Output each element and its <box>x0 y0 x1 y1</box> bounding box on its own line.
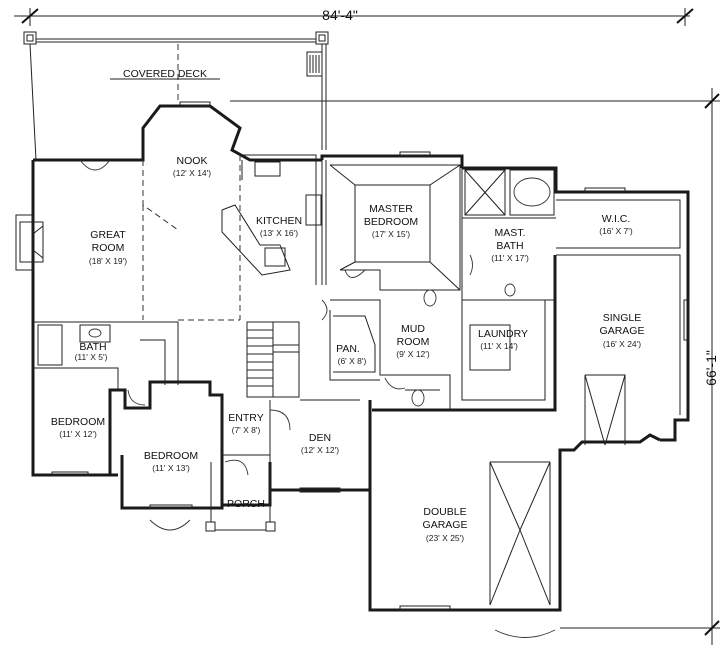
entry-label: ENTRY <box>228 412 263 424</box>
bedroom-center-label: BEDROOM <box>144 450 198 462</box>
nook-size: (12' X 14') <box>173 168 211 178</box>
single-garage-size: (16' X 24') <box>603 339 641 349</box>
master-bedroom-label-line1: MASTER <box>369 203 413 215</box>
covered-deck-label: COVERED DECK <box>123 68 207 80</box>
nook-label: NOOK <box>177 155 208 167</box>
den-size: (12' X 12') <box>301 445 339 455</box>
master-bedroom-size: (17' X 15') <box>372 229 410 239</box>
pantry-size: (6' X 8') <box>338 356 367 366</box>
mast-bath-label-line1: MAST. <box>495 227 526 239</box>
covered-deck <box>23 31 329 161</box>
mast-bath-size: (11' X 17') <box>491 253 529 263</box>
width-dimension-line <box>14 8 694 26</box>
mud-room-size: (9' X 12') <box>396 349 430 359</box>
width-dimension-label: 84'-4" <box>322 7 358 23</box>
bedroom-center-size: (11' X 13') <box>152 463 190 473</box>
bath-size: (11' X 5') <box>75 352 108 362</box>
interior-walls <box>33 101 689 638</box>
double-garage-size: (23' X 25') <box>426 533 464 543</box>
porch-label: PORCH <box>227 498 265 510</box>
laundry-label: LAUNDRY <box>478 328 528 340</box>
pantry-label: PAN. <box>336 343 360 355</box>
double-garage-label-line1: DOUBLE <box>423 506 466 518</box>
single-garage-label-line1: SINGLE <box>603 312 642 324</box>
mud-room-label-line2: ROOM <box>397 336 430 348</box>
kitchen-label: KITCHEN <box>256 215 302 227</box>
bedroom-left-label: BEDROOM <box>51 416 105 428</box>
master-bedroom-label-line2: BEDROOM <box>364 216 418 228</box>
bedroom-left-size: (11' X 12') <box>59 429 97 439</box>
single-garage-label-line2: GARAGE <box>600 325 645 337</box>
mud-room-label-line1: MUD <box>401 323 425 335</box>
wic-label: W.I.C. <box>602 213 631 225</box>
bath-label: BATH <box>79 341 106 353</box>
great-room-label-line1: GREAT <box>90 229 126 241</box>
depth-dimension-label: 66'-1" <box>703 350 719 386</box>
laundry-size: (11' X 14') <box>480 341 518 351</box>
great-room-size: (18' X 19') <box>89 256 127 266</box>
kitchen-size: (13' X 16') <box>260 228 298 238</box>
wic-size: (16' X 7') <box>599 226 633 236</box>
great-room-label-line2: ROOM <box>92 242 125 254</box>
entry-size: (7' X 8') <box>232 425 261 435</box>
den-label: DEN <box>309 432 331 444</box>
mast-bath-label-line2: BATH <box>496 240 523 252</box>
depth-dimension-line <box>230 88 720 645</box>
double-garage-label-line2: GARAGE <box>423 519 468 531</box>
